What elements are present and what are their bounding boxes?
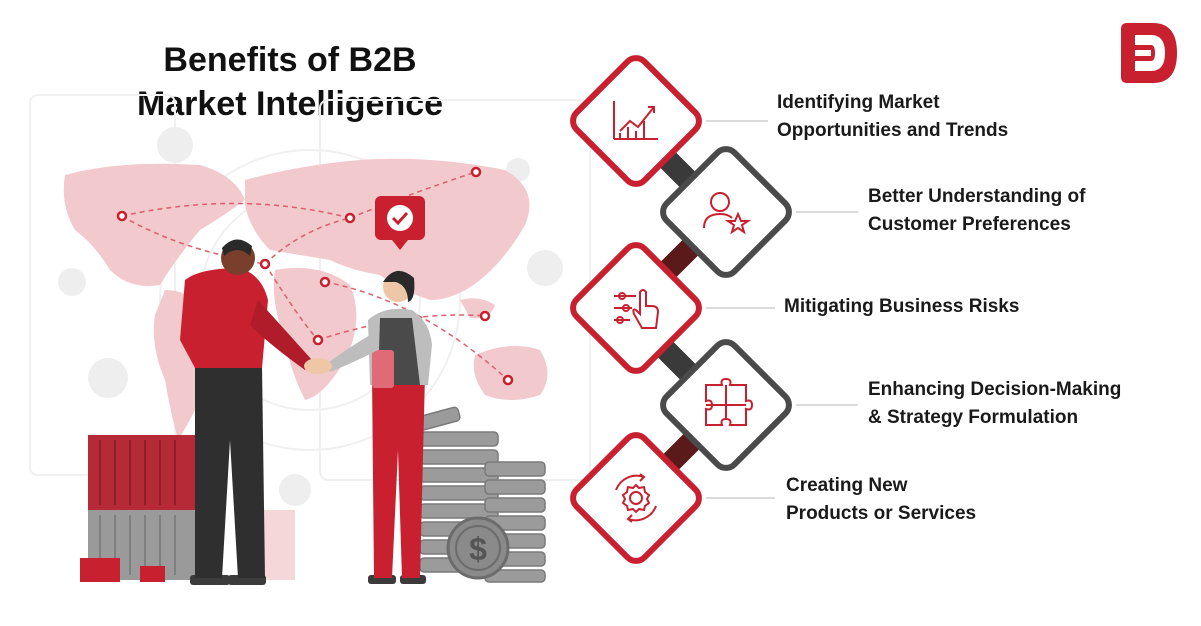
step-5-line-2: Products or Services — [786, 503, 977, 524]
brand-logo-icon — [1121, 23, 1177, 83]
businessman-figure — [180, 239, 312, 585]
step-5-diamond — [570, 432, 702, 564]
step-3-diamond — [570, 242, 702, 374]
growth-chart-icon — [613, 101, 658, 140]
handshake — [304, 358, 332, 374]
customer-star-icon — [703, 192, 752, 235]
handshake-illustration: $ — [29, 94, 591, 585]
step-1-label: Identifying Market Opportunities and Tre… — [777, 89, 1008, 145]
step-5-line-1: Creating New — [786, 475, 908, 496]
step-2-line-1: Better Understanding of — [868, 186, 1086, 207]
businesswoman-figure — [325, 270, 432, 584]
step-2-line-2: Customer Preferences — [868, 214, 1071, 235]
map-markers — [116, 166, 514, 386]
step-4-label: Enhancing Decision-Making & Strategy For… — [868, 376, 1121, 432]
touch-control-icon — [614, 289, 660, 329]
dollar-coin-icon: $ — [446, 516, 510, 580]
step-1-line-1: Identifying Market — [777, 92, 940, 113]
title-line-1: Benefits of B2B — [163, 41, 417, 79]
step-4-line-1: Enhancing Decision-Making — [868, 379, 1122, 400]
shipping-containers — [80, 435, 295, 582]
page-title: Benefits of B2B Market Intelligence — [90, 38, 490, 126]
gear-cycle-icon — [615, 473, 657, 523]
step-4-diamond — [660, 339, 792, 471]
step-2-label: Better Understanding of Customer Prefere… — [868, 183, 1085, 239]
step-1-diamond — [570, 55, 702, 187]
step-3-label: Mitigating Business Risks — [784, 293, 1019, 321]
puzzle-icon — [705, 377, 754, 426]
svg-text:$: $ — [469, 531, 487, 567]
step-3-line-1: Mitigating Business Risks — [784, 296, 1020, 317]
step-1-line-2: Opportunities and Trends — [777, 120, 1009, 141]
checkmark-badge-icon — [375, 196, 425, 250]
faint-dollar-icons — [58, 127, 563, 506]
step-4-line-2: & Strategy Formulation — [868, 407, 1079, 428]
step-2-diamond — [660, 146, 792, 278]
title-line-2: Market Intelligence — [136, 85, 444, 123]
step-5-label: Creating New Products or Services — [786, 472, 976, 528]
